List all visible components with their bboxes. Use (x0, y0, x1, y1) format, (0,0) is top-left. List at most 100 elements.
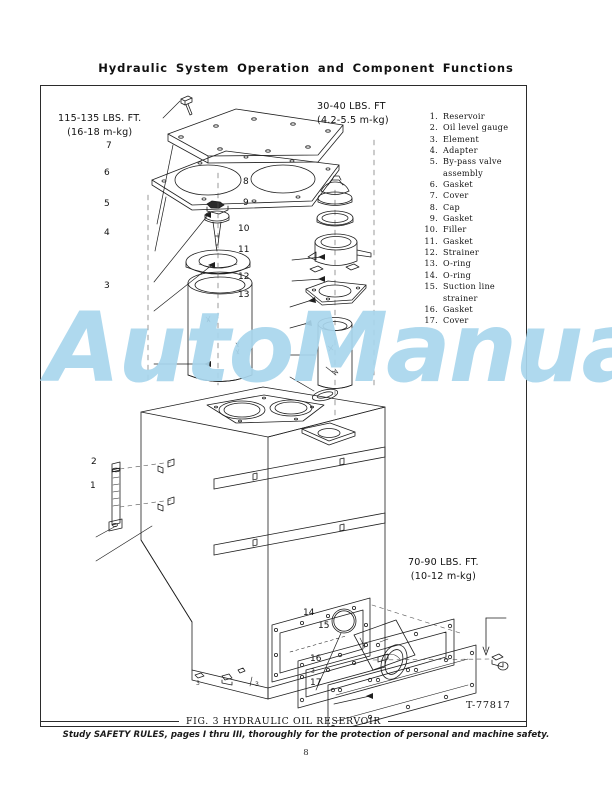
callout-number-17: 17 (310, 678, 322, 688)
callout-number-13: 13 (238, 290, 250, 300)
figure-caption: FIG. 3 HYDRAULIC OIL RESERVOIR (185, 715, 382, 727)
o-ring-part14 (331, 608, 357, 634)
parts-list-item: 6.Gasket (421, 179, 525, 190)
parts-list-item: 2.Oil level gauge (421, 122, 525, 133)
oil-level-gauge-part2 (108, 461, 172, 532)
parts-list-item: 7. Cover (421, 190, 525, 201)
parts-list: 1.Reservoir 2.Oil level gauge 3.Element … (421, 111, 525, 327)
callout-number-9: 9 (243, 198, 249, 208)
part-name: Element (443, 133, 479, 144)
caption-rule-right (388, 720, 528, 722)
tank-label-3b: 3 (255, 681, 259, 688)
part-number: 3. (429, 133, 438, 144)
callout-number-3: 3 (104, 281, 110, 291)
page-title: Hydraulic System Operation and Component… (98, 61, 514, 75)
parts-list-item: 1.Reservoir (421, 111, 525, 122)
part-number: 14. (424, 269, 438, 280)
tank-label-3: 3 (196, 680, 200, 687)
part-name: Gasket (443, 303, 473, 314)
drawing-number: T-77817 (466, 700, 511, 711)
torque-callout-cover: 115-135 LBS. FT. (16-18 m-kg) (58, 112, 141, 140)
parts-list-item: 13. O-ring (421, 258, 525, 269)
torque-filler-metric: (4.2-5.5 m-kg) (317, 114, 389, 126)
part-name: Reservoir (443, 111, 485, 121)
parts-list-item: 14. O-ring (421, 270, 525, 281)
part-name: Cap (443, 201, 460, 212)
part-name: O-ring (443, 269, 472, 280)
torque-cover-metric: (16-18 m-kg) (67, 126, 133, 138)
tank-label-3c: 3 (311, 668, 315, 675)
cover-bolt-icon (180, 95, 193, 116)
callout-number-4: 4 (104, 228, 110, 238)
part-number: 7. (429, 190, 438, 201)
torque-strainer-metric: (10-12 m-kg) (410, 570, 477, 582)
callout-number-16: 16 (310, 654, 322, 664)
torque-callout-filler: 30-40 LBS. FT (4.2-5.5 m-kg) (317, 100, 389, 128)
part-name: Gasket (443, 179, 473, 190)
parts-list-item: 8. Cap (421, 202, 525, 213)
parts-list-item: 12.Strainer (421, 247, 525, 258)
parts-list-item: 15. Suction line (421, 281, 525, 292)
reservoir-tank-part1 (140, 386, 389, 700)
hydraulic-oil-reservoir-exploded-diagram: ᴀ (95, 95, 509, 727)
part-name: Cover (443, 315, 469, 326)
part-name: Gasket (443, 213, 473, 224)
strainer-cover-bolt-icon (491, 653, 509, 671)
callout-number-7: 7 (106, 141, 112, 151)
strainer-part12 (317, 317, 353, 389)
callout-number-15: 15 (318, 621, 330, 631)
safety-note: Study SAFETY RULES, pages I thru III, th… (62, 730, 550, 740)
filter-element-part3: ᴀ (187, 271, 253, 382)
gasket-part9 (316, 210, 354, 227)
part-number: 10. (424, 224, 438, 235)
part-name: Oil level gauge (443, 122, 509, 133)
part-number: 12. (424, 247, 438, 258)
callout-number-12: 12 (238, 272, 250, 282)
part-name-continued: assembly (443, 167, 483, 178)
part-number: 17. (424, 315, 438, 326)
o-ring-part13 (289, 376, 339, 402)
part-name: Suction line (443, 281, 495, 292)
parts-list-item: 3. Element (421, 134, 525, 145)
part-number: 9. (429, 213, 438, 224)
part-name: O-ring (443, 258, 472, 269)
part-number: 5. (429, 156, 438, 167)
callout-number-10: 10 (238, 224, 250, 234)
part-number: 16. (424, 303, 438, 314)
part-number: 11. (424, 235, 438, 246)
torque-strainer-imperial: 70-90 LBS. FT. (408, 557, 479, 568)
gasket-part16 (297, 618, 455, 709)
callout-number-14: 14 (303, 608, 315, 618)
part-number: 15. (424, 281, 438, 292)
callout-number-1: 1 (90, 481, 96, 491)
caption-rule-left (40, 720, 179, 722)
parts-list-item: 4. Adapter (421, 145, 525, 156)
cap-part8 (317, 175, 353, 206)
bypass-valve-part5 (204, 200, 230, 252)
parts-list-item: 5. By-pass valve (421, 156, 525, 167)
gasket-part6 (151, 150, 340, 211)
torque-callout-strainer: 70-90 LBS. FT. (10-12 m-kg) (408, 556, 479, 584)
parts-list-item: 11. Gasket (421, 236, 525, 247)
filler-part10 (307, 233, 372, 273)
part-name: By-pass valve (443, 156, 502, 167)
torque-cover-imperial: 115-135 LBS. FT. (58, 113, 142, 124)
figure-frame (40, 85, 527, 727)
torque-filler-imperial: 30-40 LBS. FT (317, 101, 386, 112)
cover-part17 (327, 644, 477, 727)
part-name: Gasket (443, 235, 473, 246)
callout-number-2: 2 (91, 457, 97, 467)
part-name: Cover (443, 190, 469, 201)
callout-number-11: 11 (238, 245, 250, 255)
part-name: Adapter (443, 145, 478, 156)
callout-number-6: 6 (104, 168, 110, 178)
part-number: 13. (424, 258, 438, 269)
parts-list-item: 10. Filler (421, 224, 525, 235)
page-number: 8 (303, 748, 309, 758)
parts-list-item: 9. Gasket (421, 213, 525, 224)
part-number: 4. (429, 145, 438, 156)
part-name-continued: strainer (443, 292, 478, 303)
cover-plate-part7 (167, 108, 344, 164)
part-number: 8. (429, 201, 438, 212)
part-name: Filler (443, 224, 467, 235)
